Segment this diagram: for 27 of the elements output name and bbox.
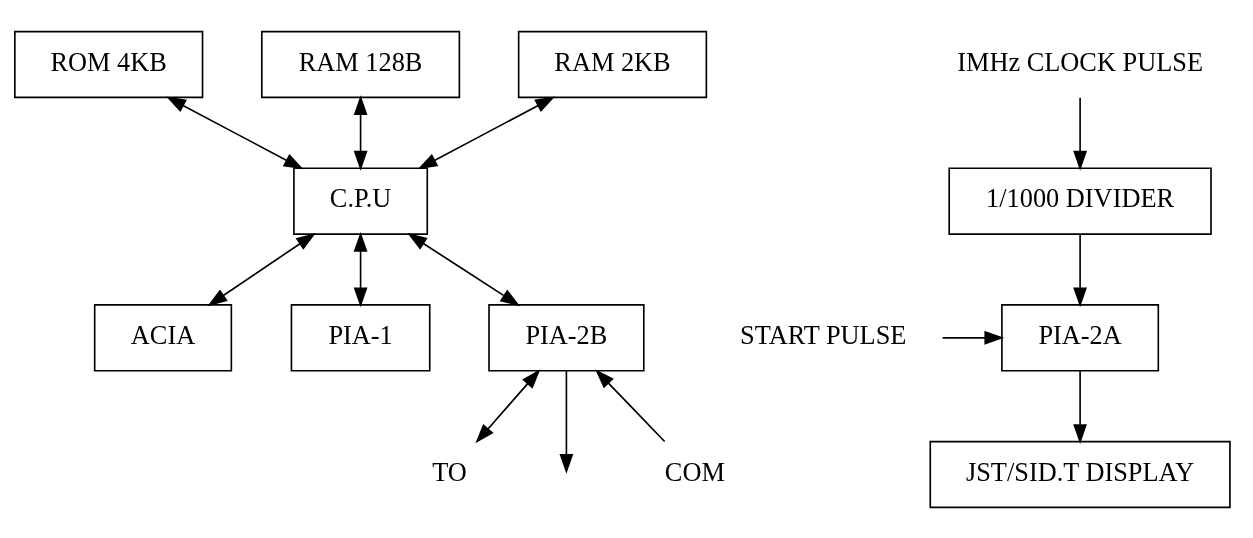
node-box: RAM 2KB (517, 30, 708, 98)
arrow (595, 368, 666, 442)
node-box: 1/1000 DIVIDER (948, 166, 1212, 235)
node-box: C.P.U (293, 166, 429, 235)
arrow (353, 94, 368, 171)
node-text: TO (432, 457, 467, 487)
arrow (559, 369, 574, 474)
node-box: PIA-2B (488, 303, 645, 372)
arrow (207, 232, 316, 306)
arrow (407, 232, 521, 306)
node-box: PIA-2A (1001, 303, 1160, 372)
arrow (1073, 96, 1088, 171)
node-box: RAM 128B (261, 30, 461, 98)
arrow (417, 96, 555, 169)
arrow (475, 368, 541, 443)
arrow (353, 231, 368, 307)
node-box: JST/SID.T DISPLAY (929, 440, 1231, 508)
node-text: START PULSE (740, 320, 907, 350)
node-box: ACIA (93, 303, 233, 372)
node-text: IMHz CLOCK PULSE (957, 47, 1203, 77)
arrow (941, 330, 1005, 345)
arrow (166, 96, 304, 169)
node-box: PIA-1 (290, 303, 431, 372)
node-box: ROM 4KB (14, 30, 204, 98)
arrow (1073, 233, 1088, 307)
arrow (1073, 369, 1088, 444)
node-text: COM (664, 457, 725, 487)
